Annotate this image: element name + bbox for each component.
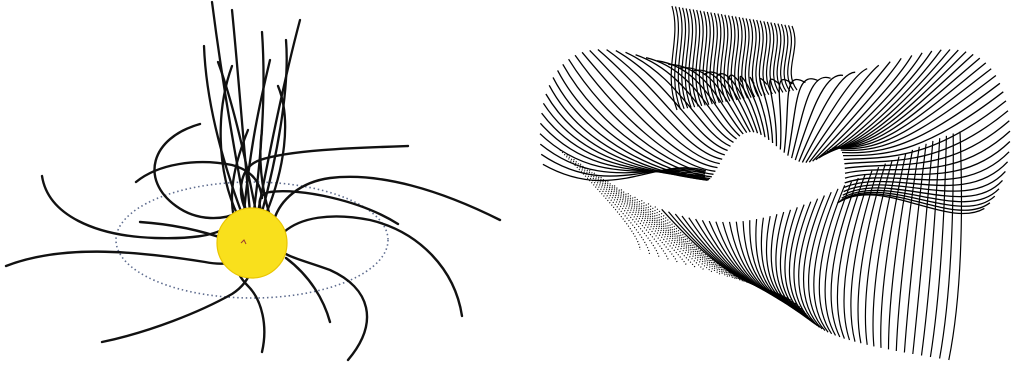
- sheet-line: [838, 63, 986, 148]
- sheet-curtain-line: [736, 222, 800, 307]
- sheet-curtain-line: [635, 197, 736, 279]
- right-panel-warped-sheet: [540, 6, 1010, 360]
- left-panel-spiral-field: [6, 2, 500, 360]
- spiral-field-line: [102, 268, 252, 342]
- sheet-line: [626, 52, 731, 146]
- sheet-line: [839, 69, 991, 149]
- spiral-field-line: [6, 252, 248, 266]
- polar-field-lines: [204, 2, 300, 218]
- sheet-line: [770, 79, 780, 146]
- polar-field-line: [204, 46, 242, 214]
- polar-field-line: [258, 20, 300, 212]
- spiral-field-line: [274, 177, 500, 220]
- sun-sphere: [217, 208, 287, 278]
- sheet-curtain-line: [614, 186, 712, 273]
- sheet-curtain-line: [594, 173, 687, 265]
- sheet-line: [788, 79, 818, 156]
- sheet-curtain-line: [601, 177, 696, 267]
- sheet-curtain-line: [628, 193, 729, 276]
- sheet-line: [827, 50, 950, 152]
- spiral-field-line: [42, 176, 226, 238]
